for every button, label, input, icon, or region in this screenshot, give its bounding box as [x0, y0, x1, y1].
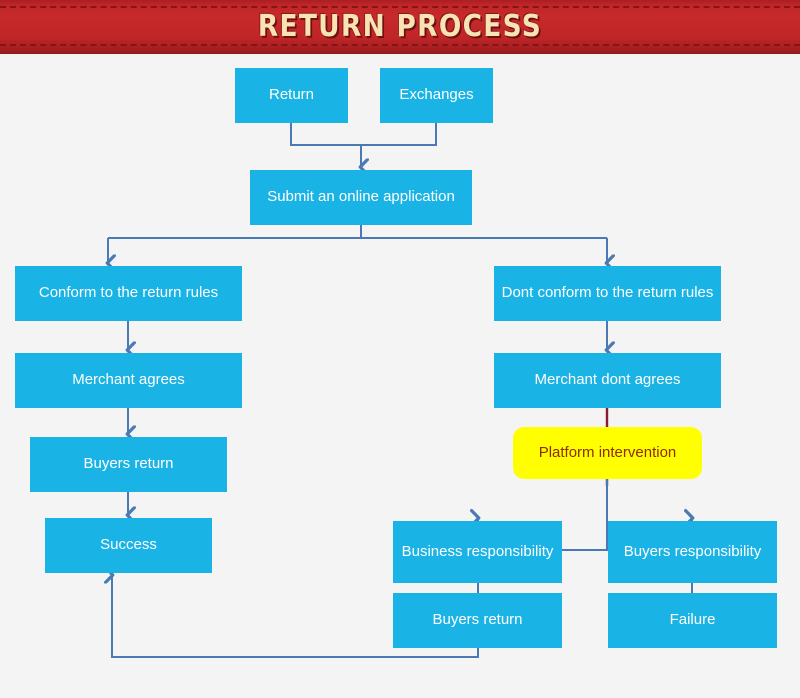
node-success-label: Success — [100, 536, 157, 554]
node-buyers-return-left[interactable]: Buyers return — [30, 437, 227, 492]
edge-exchanges-to-submit — [361, 123, 437, 146]
node-dont-conform-to-return-rules-label: Dont conform to the return rules — [501, 284, 714, 302]
node-conform-to-return-rules-label: Conform to the return rules — [38, 284, 219, 302]
node-failure[interactable]: Failure — [608, 593, 777, 648]
node-exchanges[interactable]: Exchanges — [380, 68, 493, 123]
header-stitch-top — [0, 6, 800, 8]
node-business-responsibility[interactable]: Business responsibility — [393, 521, 562, 583]
node-failure-label: Failure — [669, 611, 716, 629]
node-return-label: Return — [268, 86, 315, 104]
edge-return-to-submit — [290, 123, 361, 146]
node-buyers-responsibility-label: Buyers responsibility — [623, 542, 762, 560]
node-submit-application-label: Submit an online application — [267, 188, 455, 206]
node-merchant-dont-agrees-label: Merchant dont agrees — [534, 371, 681, 389]
node-merchant-agrees-label: Merchant agrees — [72, 371, 185, 389]
header-stitch-bottom — [0, 44, 800, 46]
node-submit-application[interactable]: Submit an online application — [250, 170, 472, 225]
edge-feedback-loop — [112, 575, 479, 658]
node-merchant-agrees[interactable]: Merchant agrees — [15, 353, 242, 408]
node-platform-intervention-label: Platform intervention — [538, 443, 677, 461]
node-return[interactable]: Return — [235, 68, 348, 123]
node-buyers-return-left-label: Buyers return — [83, 455, 174, 473]
header-banner: RETURN PROCESS — [0, 0, 800, 54]
node-merchant-dont-agrees[interactable]: Merchant dont agrees — [494, 353, 721, 408]
flowchart-body: Return Exchanges Submit an online applic… — [0, 54, 800, 698]
page-title: RETURN PROCESS — [257, 9, 543, 44]
node-exchanges-label: Exchanges — [399, 86, 474, 104]
node-business-responsibility-label: Business responsibility — [401, 542, 554, 560]
node-success[interactable]: Success — [45, 518, 212, 573]
node-conform-to-return-rules[interactable]: Conform to the return rules — [15, 266, 242, 321]
node-buyers-return-right-label: Buyers return — [432, 611, 523, 629]
node-platform-intervention[interactable]: Platform intervention — [513, 427, 702, 479]
node-dont-conform-to-return-rules[interactable]: Dont conform to the return rules — [494, 266, 721, 321]
node-buyers-responsibility[interactable]: Buyers responsibility — [608, 521, 777, 583]
node-buyers-return-right[interactable]: Buyers return — [393, 593, 562, 648]
